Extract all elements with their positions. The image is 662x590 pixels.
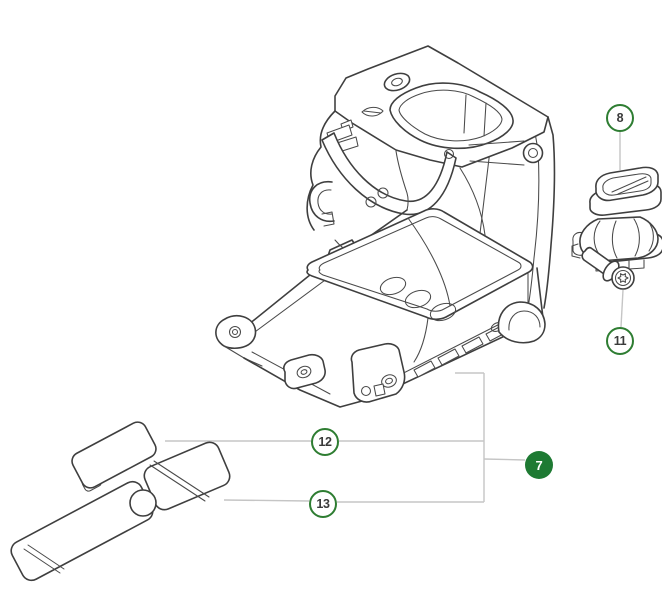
callout-13[interactable]: 13 bbox=[309, 490, 337, 518]
leader-lines bbox=[165, 132, 624, 503]
chassis-drawing bbox=[215, 45, 588, 408]
plate-lower-drawing bbox=[10, 441, 231, 582]
callout-11[interactable]: 11 bbox=[606, 327, 634, 355]
vibration-damper-drawing bbox=[571, 166, 662, 272]
screw-drawing bbox=[581, 246, 635, 290]
callout-7[interactable]: 7 bbox=[525, 451, 553, 479]
callout-8[interactable]: 8 bbox=[606, 104, 634, 132]
plate-upper-drawing bbox=[71, 421, 157, 492]
callout-12[interactable]: 12 bbox=[311, 428, 339, 456]
